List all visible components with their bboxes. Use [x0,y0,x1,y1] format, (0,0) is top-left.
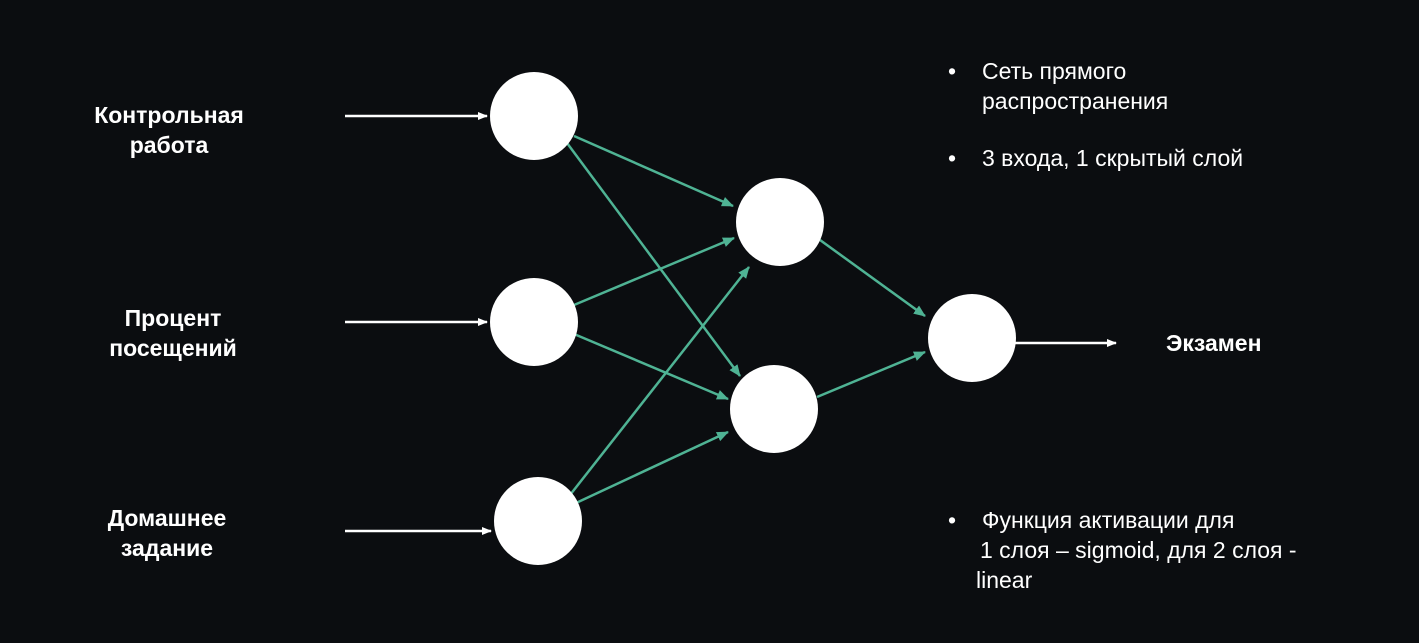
hidden-node-2 [730,365,818,453]
note-activation-line3: linear [976,567,1033,593]
note-network-type-line2: распространения [982,88,1169,114]
notes-top: • Сеть прямого распространения • 3 входа… [948,56,1368,173]
edge-in2-h2 [573,332,729,401]
note-structure: • 3 входа, 1 скрытый слой [948,143,1368,173]
edge-h1-out [819,238,926,318]
edge-h2-out [816,350,926,399]
note-network-type-line1: Сеть прямого [982,58,1127,84]
edge-in3-h2 [575,430,729,505]
input-label-homework: Домашнее задание [57,503,277,563]
edge-in1-h2 [565,142,742,377]
edge-in1-h1 [573,134,734,208]
input-label-test: Контрольная работа [59,100,279,160]
hidden-node-1 [736,178,824,266]
input-label-homework-line2: задание [120,535,214,561]
bullet-dot: • [948,58,957,84]
input-label-test-line1: Контрольная [94,102,244,128]
input-node-1 [490,72,578,160]
note-activation-line1: Функция активации для [982,507,1235,533]
input-label-homework-line1: Домашнее [107,505,227,531]
notes-bottom: • Функция активации для 1 слоя – sigmoid… [948,505,1368,595]
note-activation: • Функция активации для 1 слоя – sigmoid… [948,505,1368,595]
bullet-dot: • [948,507,957,533]
input-node-2 [490,278,578,366]
note-structure-line1: 3 входа, 1 скрытый слой [982,145,1244,171]
output-label: Экзамен [1166,330,1262,356]
edge-in2-h1 [573,236,735,307]
input-label-test-line2: работа [129,132,209,158]
note-network-type: • Сеть прямого распространения [948,56,1368,116]
input-node-3 [494,477,582,565]
edge-in3-h1 [569,266,750,496]
output-node [928,294,1016,382]
note-activation-line2: 1 слоя – sigmoid, для 2 слоя - [980,537,1297,563]
bullet-dot: • [948,145,957,171]
input-label-attendance: Процент посещений [63,303,283,363]
input-label-attendance-line2: посещений [109,335,237,361]
input-label-attendance-line1: Процент [124,305,222,331]
